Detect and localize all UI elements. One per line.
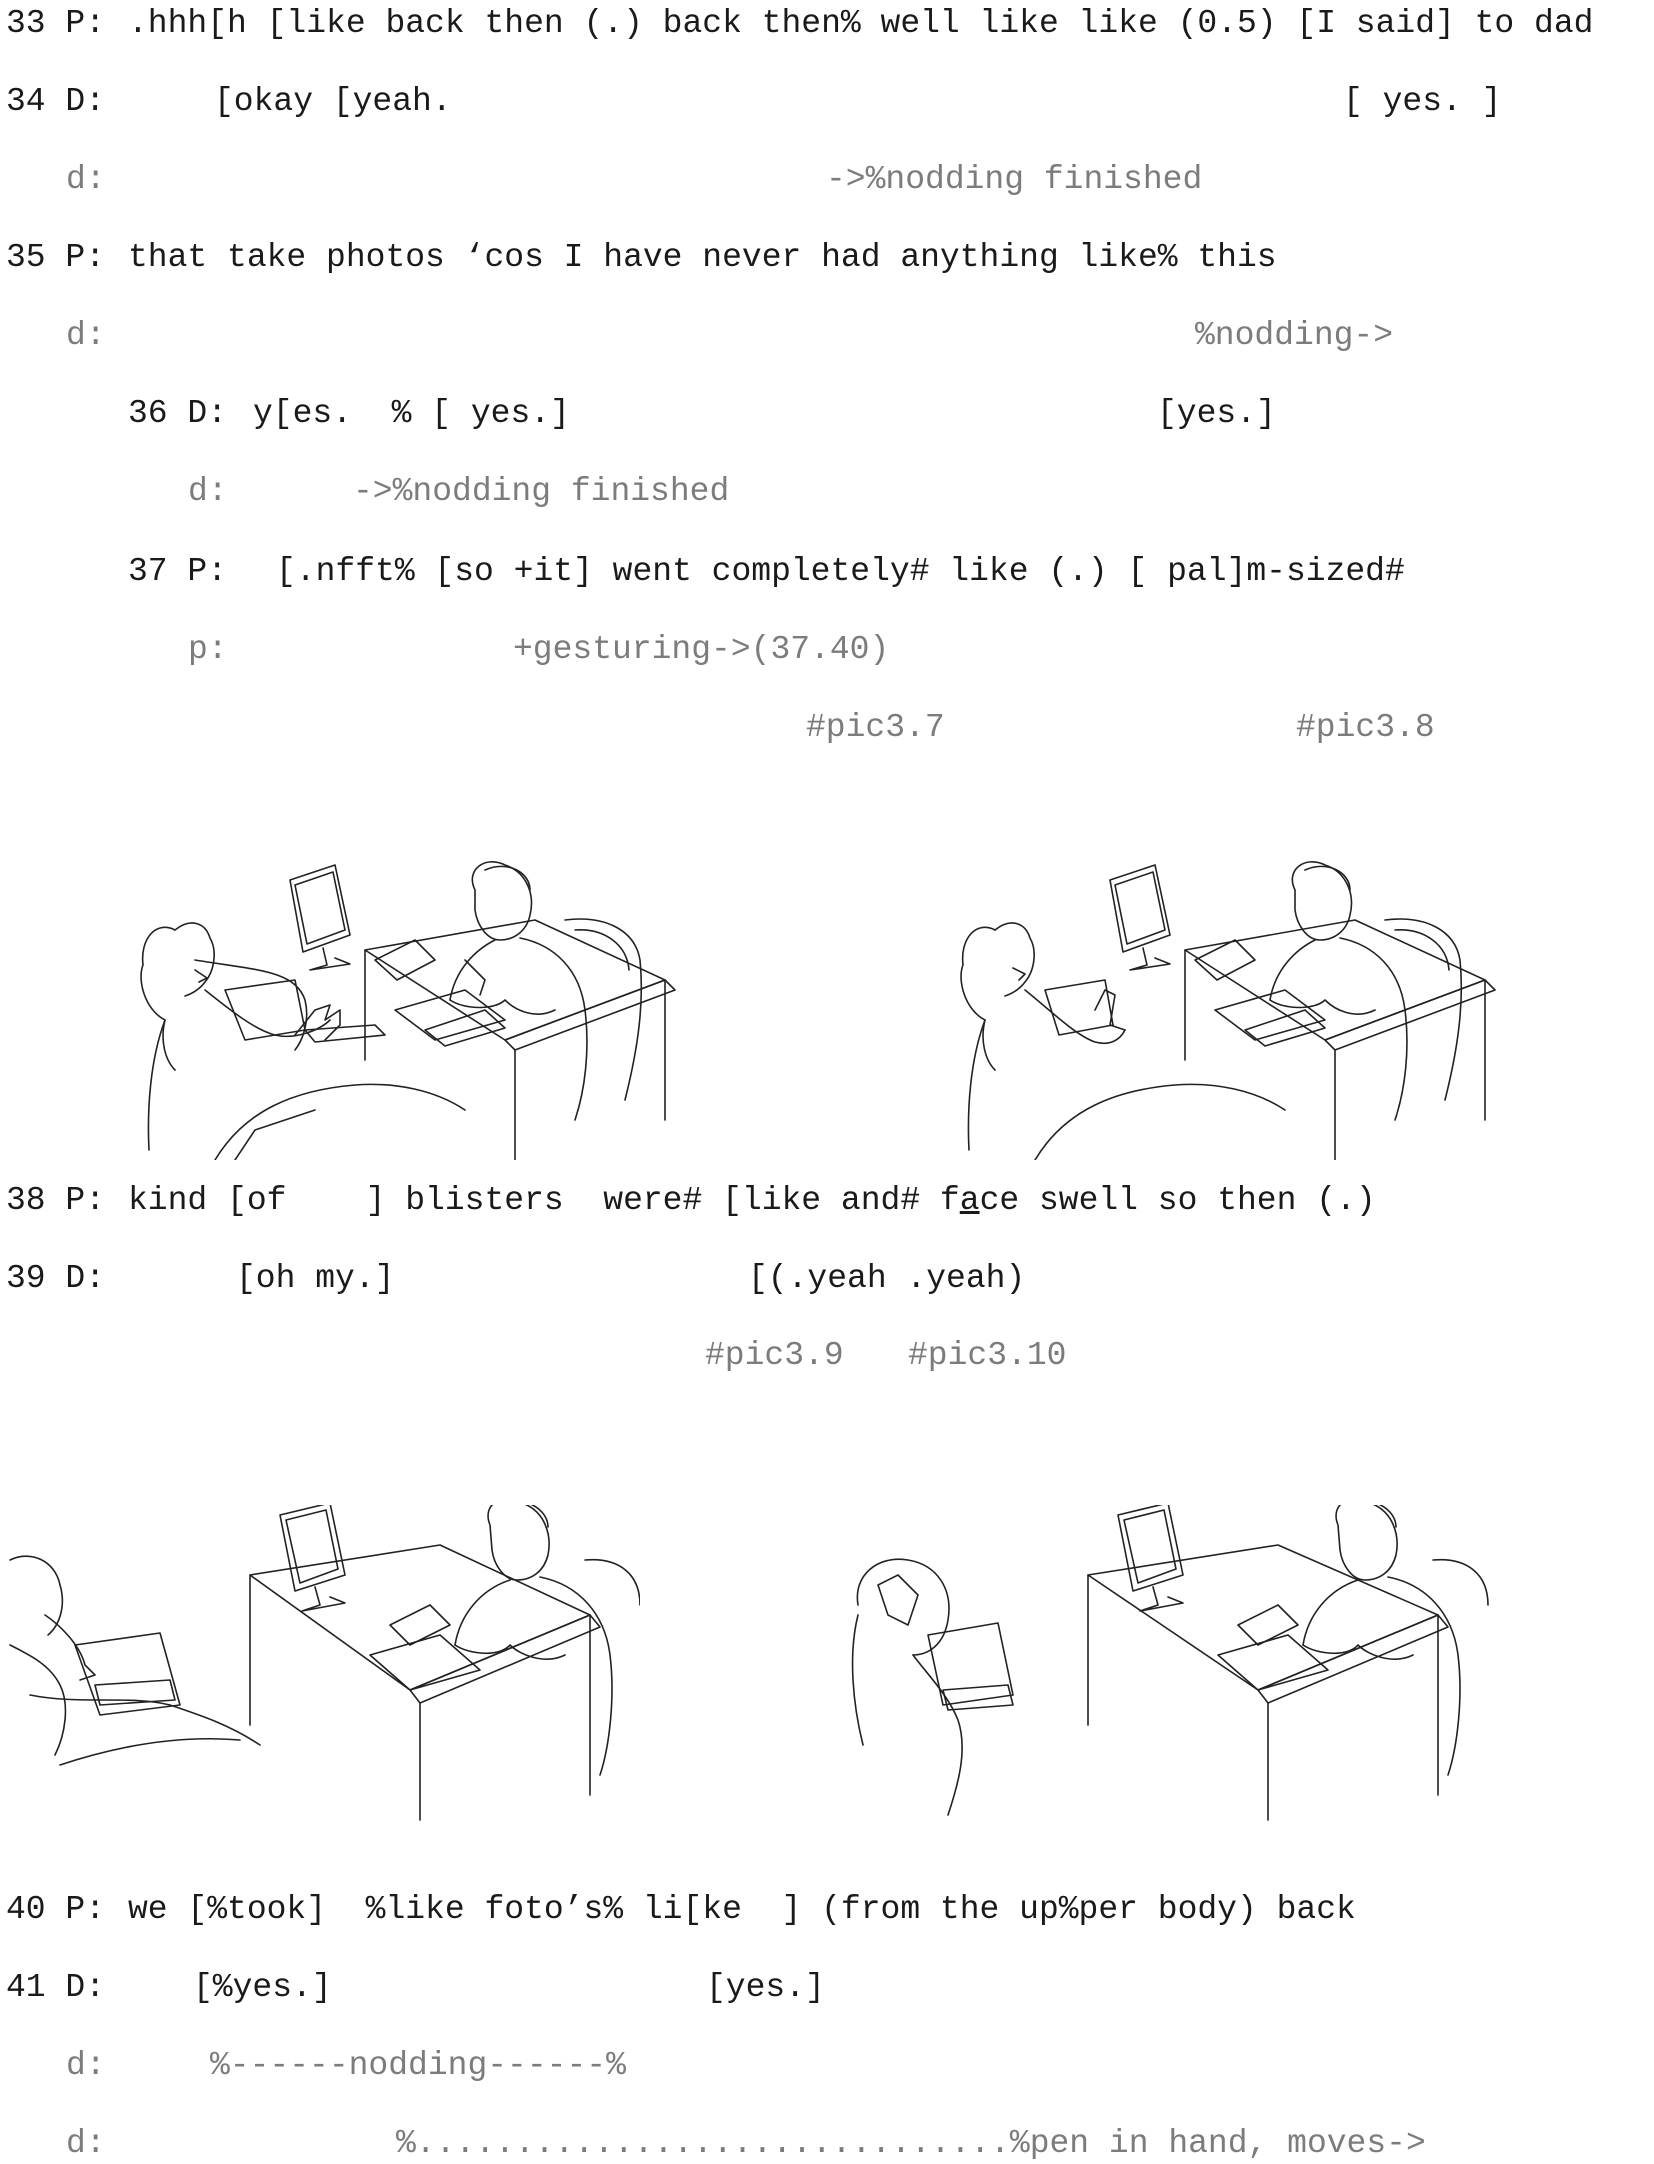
consultation-sketch-image <box>140 861 676 1160</box>
consultation-sketch-image <box>851 1505 1489 1821</box>
line-38-part-b: ce swell so then (.) <box>979 1182 1376 1219</box>
line-37-speaker: 37 P: <box>128 553 228 590</box>
line-36-d-tag: d: <box>188 473 228 510</box>
figure-pic3-7 <box>135 860 735 1160</box>
line-39-speaker: 39 D: <box>6 1260 106 1297</box>
line-41-d2-annotation: %..............................%pen in h… <box>396 2125 1426 2162</box>
line-34-text: [okay [yeah. <box>214 83 452 120</box>
line-41-text: [%yes.] <box>193 1969 332 2006</box>
line-37-text: [.nfft% [so +it] went completely# like (… <box>276 553 1405 590</box>
line-34-d-tag: d: <box>66 161 106 198</box>
line-33-speaker: 33 P: <box>6 5 106 42</box>
figure-label-pic3-8: #pic3.8 <box>1296 709 1435 746</box>
figure-label-pic3-10: #pic3.10 <box>908 1337 1067 1374</box>
line-37-p-annotation: +gesturing->(37.40) <box>513 631 890 668</box>
line-39-text: [oh my.] <box>236 1260 395 1297</box>
line-36-text: y[es. % [ yes.] <box>253 395 570 432</box>
figure-pic3-8 <box>955 860 1555 1160</box>
line-34-speaker: 34 D: <box>6 83 106 120</box>
line-35-speaker: 35 P: <box>6 239 106 276</box>
consultation-sketch-image <box>960 861 1496 1160</box>
line-38-underlined: a <box>959 1182 980 1219</box>
line-36-speaker: 36 D: <box>128 395 228 432</box>
line-36-d-annotation: ->%nodding finished <box>353 473 730 510</box>
consultation-sketch-image <box>9 1505 640 1821</box>
line-38-speaker: 38 P: <box>6 1182 106 1219</box>
line-40-text: we [%took] %like foto’s% li[ke ] (from t… <box>128 1891 1356 1928</box>
line-41-speaker: 41 D: <box>6 1969 106 2006</box>
line-41-d-annotation: %------nodding------% <box>210 2047 626 2084</box>
line-38-text: kind [of ] blisters were# [like and# fac… <box>128 1181 1376 1221</box>
line-41-d2-tag: d: <box>66 2125 106 2162</box>
line-38-part-a: kind [of ] blisters were# [like and# f <box>128 1182 960 1219</box>
figure-pic3-9 <box>0 1505 640 1825</box>
line-35-d-tag: d: <box>66 317 106 354</box>
line-37-p-tag: p: <box>188 631 228 668</box>
line-41-text-b: [yes.] <box>706 1969 825 2006</box>
line-33-text: .hhh[h [like back then (.) back then% we… <box>128 5 1594 42</box>
line-36-text-b: [yes.] <box>1157 395 1276 432</box>
line-34-text-b: [ yes. ] <box>1343 83 1502 120</box>
line-34-d-annotation: ->%nodding finished <box>826 161 1203 198</box>
line-35-text: that take photos ‘cos I have never had a… <box>128 239 1277 276</box>
line-35-d-annotation: %nodding-> <box>1195 317 1394 354</box>
figure-label-pic3-7: #pic3.7 <box>806 709 945 746</box>
figure-label-pic3-9: #pic3.9 <box>705 1337 844 1374</box>
figure-pic3-10 <box>838 1505 1498 1825</box>
line-39-text-b: [(.yeah .yeah) <box>748 1260 1026 1297</box>
line-40-speaker: 40 P: <box>6 1891 106 1928</box>
line-41-d-tag: d: <box>66 2047 106 2084</box>
